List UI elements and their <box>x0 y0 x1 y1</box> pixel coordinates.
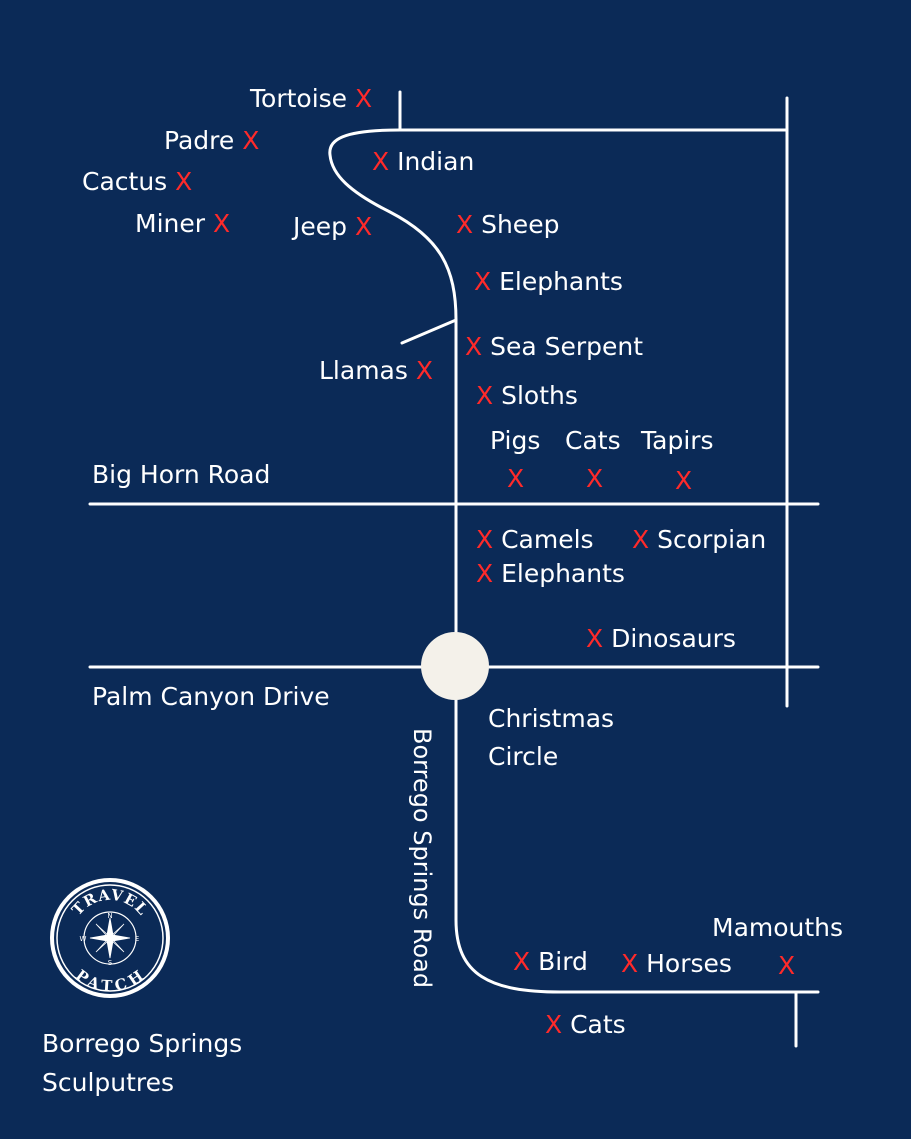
road-winding-north <box>328 128 458 322</box>
sculpture-llamas: Llamas X <box>319 358 433 383</box>
marker: X <box>465 332 483 361</box>
map-title-line1: Borrego Springs <box>42 1029 243 1058</box>
sculpture-cactus: Cactus X <box>82 169 192 194</box>
label-text: Cactus <box>82 167 168 196</box>
label-circle: Circle <box>488 742 559 771</box>
label-text: Sheep <box>481 210 560 239</box>
marker: X <box>456 210 474 239</box>
marker: X <box>474 267 492 296</box>
road-label-big-horn: Big Horn Road <box>92 460 271 489</box>
sculpture-indian: X Indian <box>372 149 474 174</box>
compass-e: E <box>135 935 139 943</box>
label-text: Sloths <box>501 381 578 410</box>
sculpture-sea-serpent: X Sea Serpent <box>465 334 643 359</box>
label-text: Tapirs <box>641 426 714 455</box>
label-text: Jeep <box>293 212 348 241</box>
marker: X <box>621 949 639 978</box>
sculpture-elephants-north: X Elephants <box>474 269 623 294</box>
compass-s: S <box>108 959 113 967</box>
marker: X <box>212 209 231 238</box>
label-text: Padre <box>164 126 235 155</box>
sculpture-camels: X Camels <box>476 527 594 552</box>
road-llamas-spur <box>400 318 458 345</box>
sculpture-dinosaurs: X Dinosaurs <box>586 626 736 651</box>
sculpture-elephants-south: X Elephants <box>476 561 625 586</box>
label-text: Cats <box>570 1010 626 1039</box>
label-text: Tortoise <box>250 84 348 113</box>
marker: X <box>175 167 193 196</box>
compass-n: N <box>107 912 112 920</box>
christmas-circle <box>421 632 489 700</box>
marker: X <box>355 84 373 113</box>
label-text: Sea Serpent <box>490 332 644 361</box>
marker-pigs: X <box>507 464 525 493</box>
sculpture-jeep: Jeep X <box>293 214 372 239</box>
sculpture-pigs: Pigs <box>490 428 540 453</box>
marker: X <box>586 624 604 653</box>
travel-patch-logo: TRAVEL PATCH N E S W <box>50 878 170 998</box>
sculpture-scorpian: X Scorpian <box>632 527 766 552</box>
marker: X <box>372 147 390 176</box>
marker: X <box>476 381 494 410</box>
sculpture-cats-north: Cats <box>565 428 621 453</box>
label-text: Scorpian <box>657 525 767 554</box>
compass-w: W <box>80 935 87 943</box>
sculpture-horses: X Horses <box>621 951 732 976</box>
label-text: Miner <box>135 209 206 238</box>
marker: X <box>545 1010 563 1039</box>
road-label-palm-canyon: Palm Canyon Drive <box>92 682 330 711</box>
sculpture-bird: X Bird <box>513 949 588 974</box>
compass-rose-icon <box>89 917 131 959</box>
label-text: Pigs <box>490 426 541 455</box>
marker-mamouths: X <box>778 951 796 980</box>
sculpture-tapirs: Tapirs <box>641 428 714 453</box>
map-title-line2: Sculputres <box>42 1068 175 1097</box>
label-text: Mamouths <box>712 913 844 942</box>
label-text: Camels <box>501 525 594 554</box>
label-text: Elephants <box>499 267 623 296</box>
marker: X <box>415 356 433 385</box>
marker-cats-north: X <box>586 464 604 493</box>
marker: X <box>476 525 494 554</box>
sculpture-mamouths: Mamouths <box>712 915 843 940</box>
label-text: Bird <box>538 947 588 976</box>
label-text: Elephants <box>501 559 625 588</box>
marker: X <box>513 947 531 976</box>
marker: X <box>354 212 373 241</box>
label-text: Dinosaurs <box>611 624 736 653</box>
sculpture-miner: Miner X <box>135 211 230 236</box>
marker: X <box>242 126 260 155</box>
marker-tapirs: X <box>675 466 693 495</box>
label-text: Llamas <box>319 356 408 385</box>
label-text: Indian <box>397 147 475 176</box>
marker: X <box>632 525 650 554</box>
marker: X <box>476 559 494 588</box>
label-text: Cats <box>565 426 621 455</box>
sculpture-sloths: X Sloths <box>476 383 578 408</box>
road-label-borrego-springs: Borrego Springs Road <box>408 728 436 989</box>
label-christmas: Christmas <box>488 704 615 733</box>
road-borrego-springs <box>454 698 820 994</box>
sculpture-sheep: X Sheep <box>456 212 559 237</box>
sculpture-padre: Padre X <box>164 128 259 153</box>
label-text: Horses <box>646 949 732 978</box>
sculpture-tortoise: Tortoise X <box>250 86 372 111</box>
sculpture-cats-south: X Cats <box>545 1012 626 1037</box>
